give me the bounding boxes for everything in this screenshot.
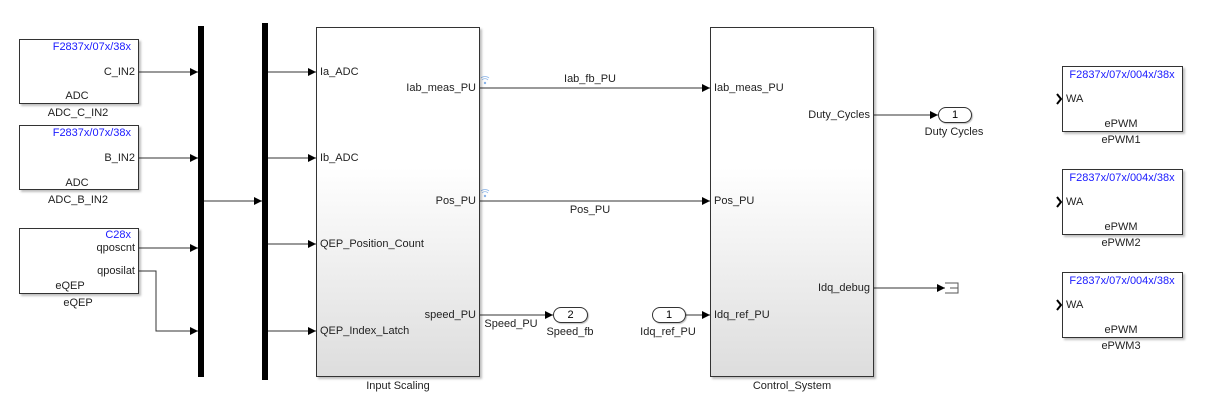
mux-block[interactable] — [198, 26, 204, 377]
epwm1-target: F2837x/07x/004x/38x — [1069, 69, 1175, 81]
line-qposilat — [138, 270, 198, 335]
outport-speed-fb-name[interactable]: Speed_fb — [546, 326, 594, 338]
input-scaling-subsystem[interactable] — [316, 27, 480, 377]
log-signal-icon — [480, 189, 490, 198]
wa-port-icon — [1056, 299, 1063, 311]
adc-c-name[interactable]: ADC_C_IN2 — [47, 107, 109, 119]
adc-b-type: ADC — [65, 177, 89, 189]
wa-port-icon — [1056, 93, 1063, 105]
epwm3-block[interactable] — [1062, 272, 1183, 338]
adc-b-name[interactable]: ADC_B_IN2 — [48, 194, 108, 206]
epwm2-name[interactable]: ePWM2 — [1101, 237, 1141, 249]
eqep-name[interactable]: eQEP — [63, 297, 93, 309]
in-port-iab-meas-pu: Iab_meas_PU — [714, 82, 784, 94]
epwm2-block[interactable] — [1062, 169, 1183, 235]
control-system-subsystem[interactable] — [710, 27, 874, 377]
epwm2-type: ePWM — [1104, 221, 1138, 233]
in-port-qep-position-count: QEP_Position_Count — [320, 238, 424, 250]
adc-c-type: ADC — [65, 90, 89, 102]
input-scaling-name[interactable]: Input Scaling — [366, 380, 430, 392]
eqep-block[interactable] — [19, 228, 139, 294]
epwm3-port: WA — [1066, 299, 1084, 311]
inport-number: 1 — [665, 309, 673, 321]
adc-c-port: C_IN2 — [103, 66, 135, 78]
in-port-idq-ref-pu: Idq_ref_PU — [714, 309, 770, 321]
signal-label-speed-pu[interactable]: Speed_PU — [484, 318, 538, 330]
outport-speed-fb[interactable]: 2 — [553, 307, 588, 323]
epwm1-type: ePWM — [1104, 118, 1138, 130]
out-port-speed-pu: speed_PU — [424, 309, 476, 321]
adc-c-block[interactable] — [19, 39, 139, 104]
epwm3-type: ePWM — [1104, 324, 1138, 336]
eqep-port-qposcnt: qposcnt — [96, 242, 135, 254]
epwm2-port: WA — [1066, 196, 1084, 208]
in-port-ia-adc: Ia_ADC — [320, 66, 359, 78]
adc-b-block[interactable] — [19, 125, 139, 190]
out-port-duty-cycles: Duty_Cycles — [808, 109, 870, 121]
bus-mux-block[interactable] — [262, 23, 268, 380]
in-port-ib-adc: Ib_ADC — [320, 152, 359, 164]
outport-duty-cycles-name[interactable]: Duty Cycles — [924, 126, 984, 138]
eqep-target: C28x — [105, 229, 131, 241]
eqep-type: eQEP — [55, 280, 85, 292]
wa-port-icon — [1056, 196, 1063, 208]
outport-number: 1 — [951, 109, 959, 121]
signal-label-pos-pu[interactable]: Pos_PU — [569, 204, 611, 216]
outport-number: 2 — [567, 309, 574, 321]
out-port-iab-meas-pu: Iab_meas_PU — [406, 82, 476, 94]
in-port-pos-pu: Pos_PU — [714, 195, 755, 207]
eqep-port-qposilat: qposilat — [97, 265, 135, 277]
out-port-idq-debug: Idq_debug — [818, 282, 870, 294]
terminator-icon — [945, 282, 959, 294]
adc-b-target: F2837x/07x/38x — [52, 127, 131, 139]
out-port-pos-pu: Pos_PU — [435, 195, 476, 207]
epwm1-name[interactable]: ePWM1 — [1101, 134, 1141, 146]
epwm2-target: F2837x/07x/004x/38x — [1069, 172, 1175, 184]
inport-idq-ref-pu[interactable]: 1 — [652, 307, 686, 323]
signal-label-iab-fb-pu[interactable]: Iab_fb_PU — [564, 73, 616, 85]
outport-duty-cycles[interactable]: 1 — [938, 107, 972, 123]
epwm1-block[interactable] — [1062, 66, 1183, 132]
epwm3-target: F2837x/07x/004x/38x — [1069, 275, 1175, 287]
inport-idq-ref-pu-name[interactable]: Idq_ref_PU — [640, 326, 696, 338]
adc-b-port: B_IN2 — [104, 152, 135, 164]
epwm3-name[interactable]: ePWM3 — [1101, 340, 1141, 352]
control-system-name[interactable]: Control_System — [752, 380, 832, 392]
epwm1-port: WA — [1066, 93, 1084, 105]
adc-c-target: F2837x/07x/38x — [52, 41, 131, 53]
in-port-qep-index-latch: QEP_Index_Latch — [320, 325, 410, 337]
log-signal-icon — [480, 76, 490, 85]
